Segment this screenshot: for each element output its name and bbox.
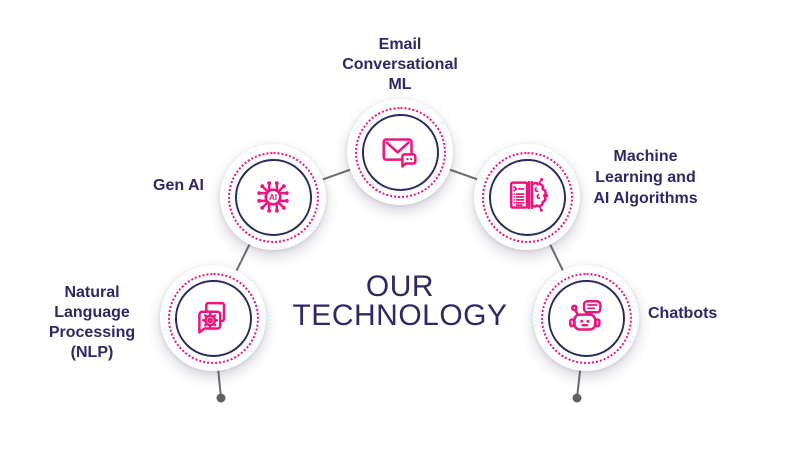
dotted-ring [354,106,446,198]
node-genai: AI [220,144,326,250]
label-chatbots: Chatbots [648,305,718,322]
node-ml [474,144,580,250]
label-ml: Machine Learning and AI Algorithms [593,148,698,207]
dotted-ring [167,272,259,364]
end-dot-left [216,393,226,403]
node-nlp [160,265,266,371]
navy-ring [361,113,439,191]
chatbot-icon [568,299,602,331]
navy-ring [488,158,566,236]
dotted-ring: AI [227,151,319,243]
navy-ring: AI [234,158,312,236]
end-dot-right [572,393,582,403]
dotted-ring [481,151,573,243]
dotted-ring [540,272,632,364]
label-genai: Gen AI [153,177,204,194]
navy-ring [174,279,252,357]
ai-network-icon: AI [257,181,289,213]
page-title: OUR TECHNOLOGY [292,270,508,332]
document-gear-icon [198,301,226,334]
svg-text:AI: AI [269,193,277,202]
node-chatbots [533,265,639,371]
label-nlp: Natural Language Processing (NLP) [48,284,136,361]
email-chat-icon [382,138,417,168]
document-brain-icon [509,178,549,212]
label-email: Email Conversational ML [342,36,458,93]
navy-ring [547,279,625,357]
node-email [347,99,453,205]
